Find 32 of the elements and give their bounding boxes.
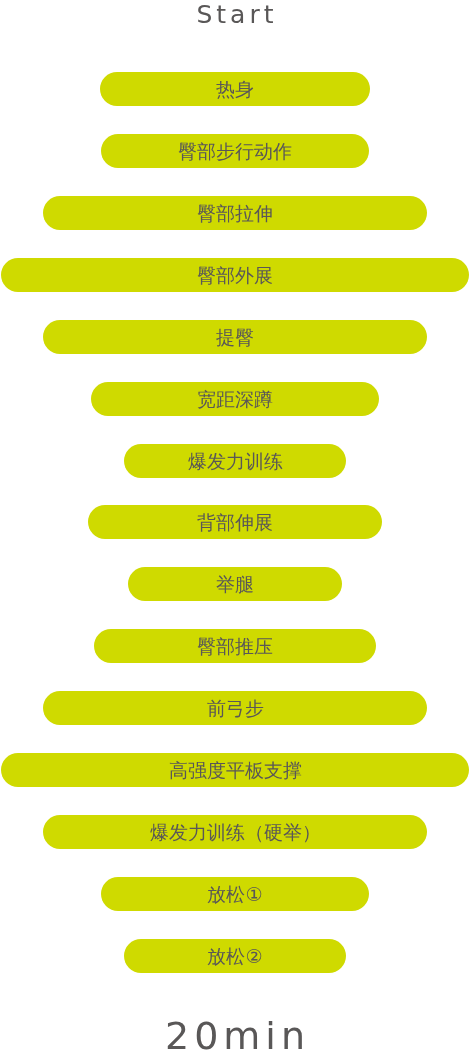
exercise-label: 臀部推压 — [197, 635, 273, 657]
exercise-label: 宽距深蹲 — [197, 388, 273, 410]
exercise-label: 臀部拉伸 — [197, 202, 273, 224]
start-text: Start — [195, 0, 278, 30]
exercise-label: 提臀 — [216, 326, 254, 348]
exercise-label: 爆发力训练（硬举） — [149, 821, 321, 843]
exercise-label: 放松① — [207, 883, 263, 905]
exercise-label: 放松② — [207, 945, 263, 967]
exercise-bar — [101, 134, 369, 168]
exercise-bar — [1, 258, 469, 292]
exercise-bar — [43, 320, 427, 354]
exercise-label: 高强度平板支撑 — [168, 759, 302, 781]
exercise-label: 臀部外展 — [197, 264, 273, 286]
exercise-label: 举腿 — [216, 573, 254, 595]
duration-text: 20min — [164, 1014, 310, 1058]
exercise-label: 热身 — [216, 78, 254, 100]
exercise-bar — [43, 691, 427, 725]
exercise-bar — [124, 939, 346, 973]
exercise-label: 臀部步行动作 — [178, 140, 292, 162]
exercise-label: 背部伸展 — [197, 511, 273, 533]
exercise-bar — [101, 877, 369, 911]
exercise-bar — [91, 382, 379, 416]
exercise-bar — [124, 444, 346, 478]
exercise-bar — [1, 753, 469, 787]
exercise-bar — [43, 196, 427, 230]
exercise-bar — [43, 815, 427, 849]
exercise-bar — [88, 505, 382, 539]
exercise-label: 前弓步 — [206, 697, 264, 719]
exercise-bar — [100, 72, 370, 106]
exercise-bar — [128, 567, 342, 601]
exercise-label: 爆发力训练 — [187, 450, 283, 472]
exercise-bar — [94, 629, 376, 663]
